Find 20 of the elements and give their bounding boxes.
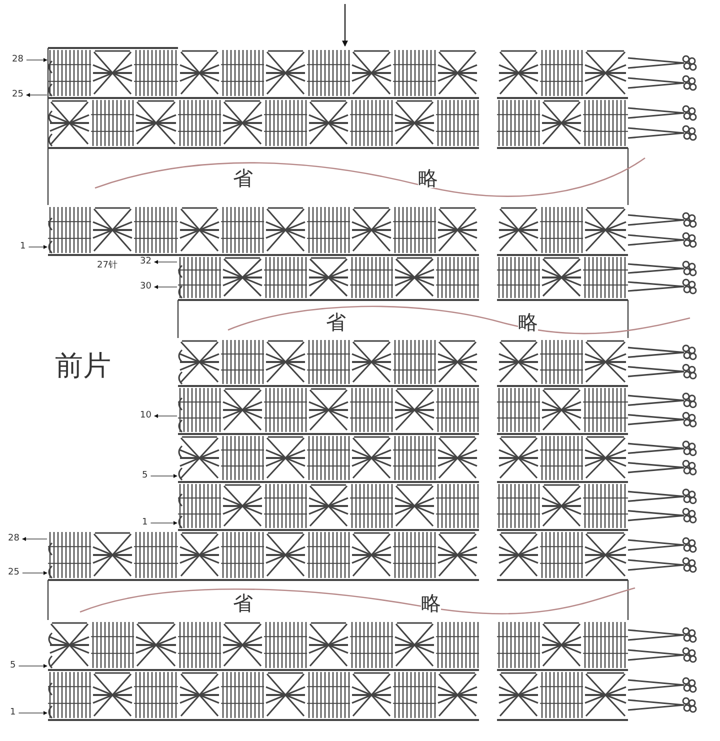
omission-mark: 省 xyxy=(233,593,253,613)
panel-title: 前片 xyxy=(55,352,111,380)
row-number: 25 xyxy=(12,90,24,100)
row-number: 10 xyxy=(140,412,152,420)
row-number: 5 xyxy=(142,472,148,480)
omission-mark: 略 xyxy=(421,593,441,613)
row-number: 1 xyxy=(142,518,148,528)
row-number: 28 xyxy=(12,56,24,64)
omission-mark: 略 xyxy=(418,168,438,188)
stitch-count: 27针 xyxy=(97,262,118,270)
omission-mark: 略 xyxy=(518,312,538,332)
row-number: 28 xyxy=(8,534,20,544)
omission-mark: 省 xyxy=(326,312,346,332)
row-number: 32 xyxy=(140,258,152,266)
omission-mark: 省 xyxy=(233,168,253,188)
row-number: 25 xyxy=(8,568,20,578)
row-number: 1 xyxy=(10,708,16,718)
row-number: 5 xyxy=(10,662,16,670)
row-number: 1 xyxy=(20,242,26,252)
row-number: 30 xyxy=(140,282,152,292)
